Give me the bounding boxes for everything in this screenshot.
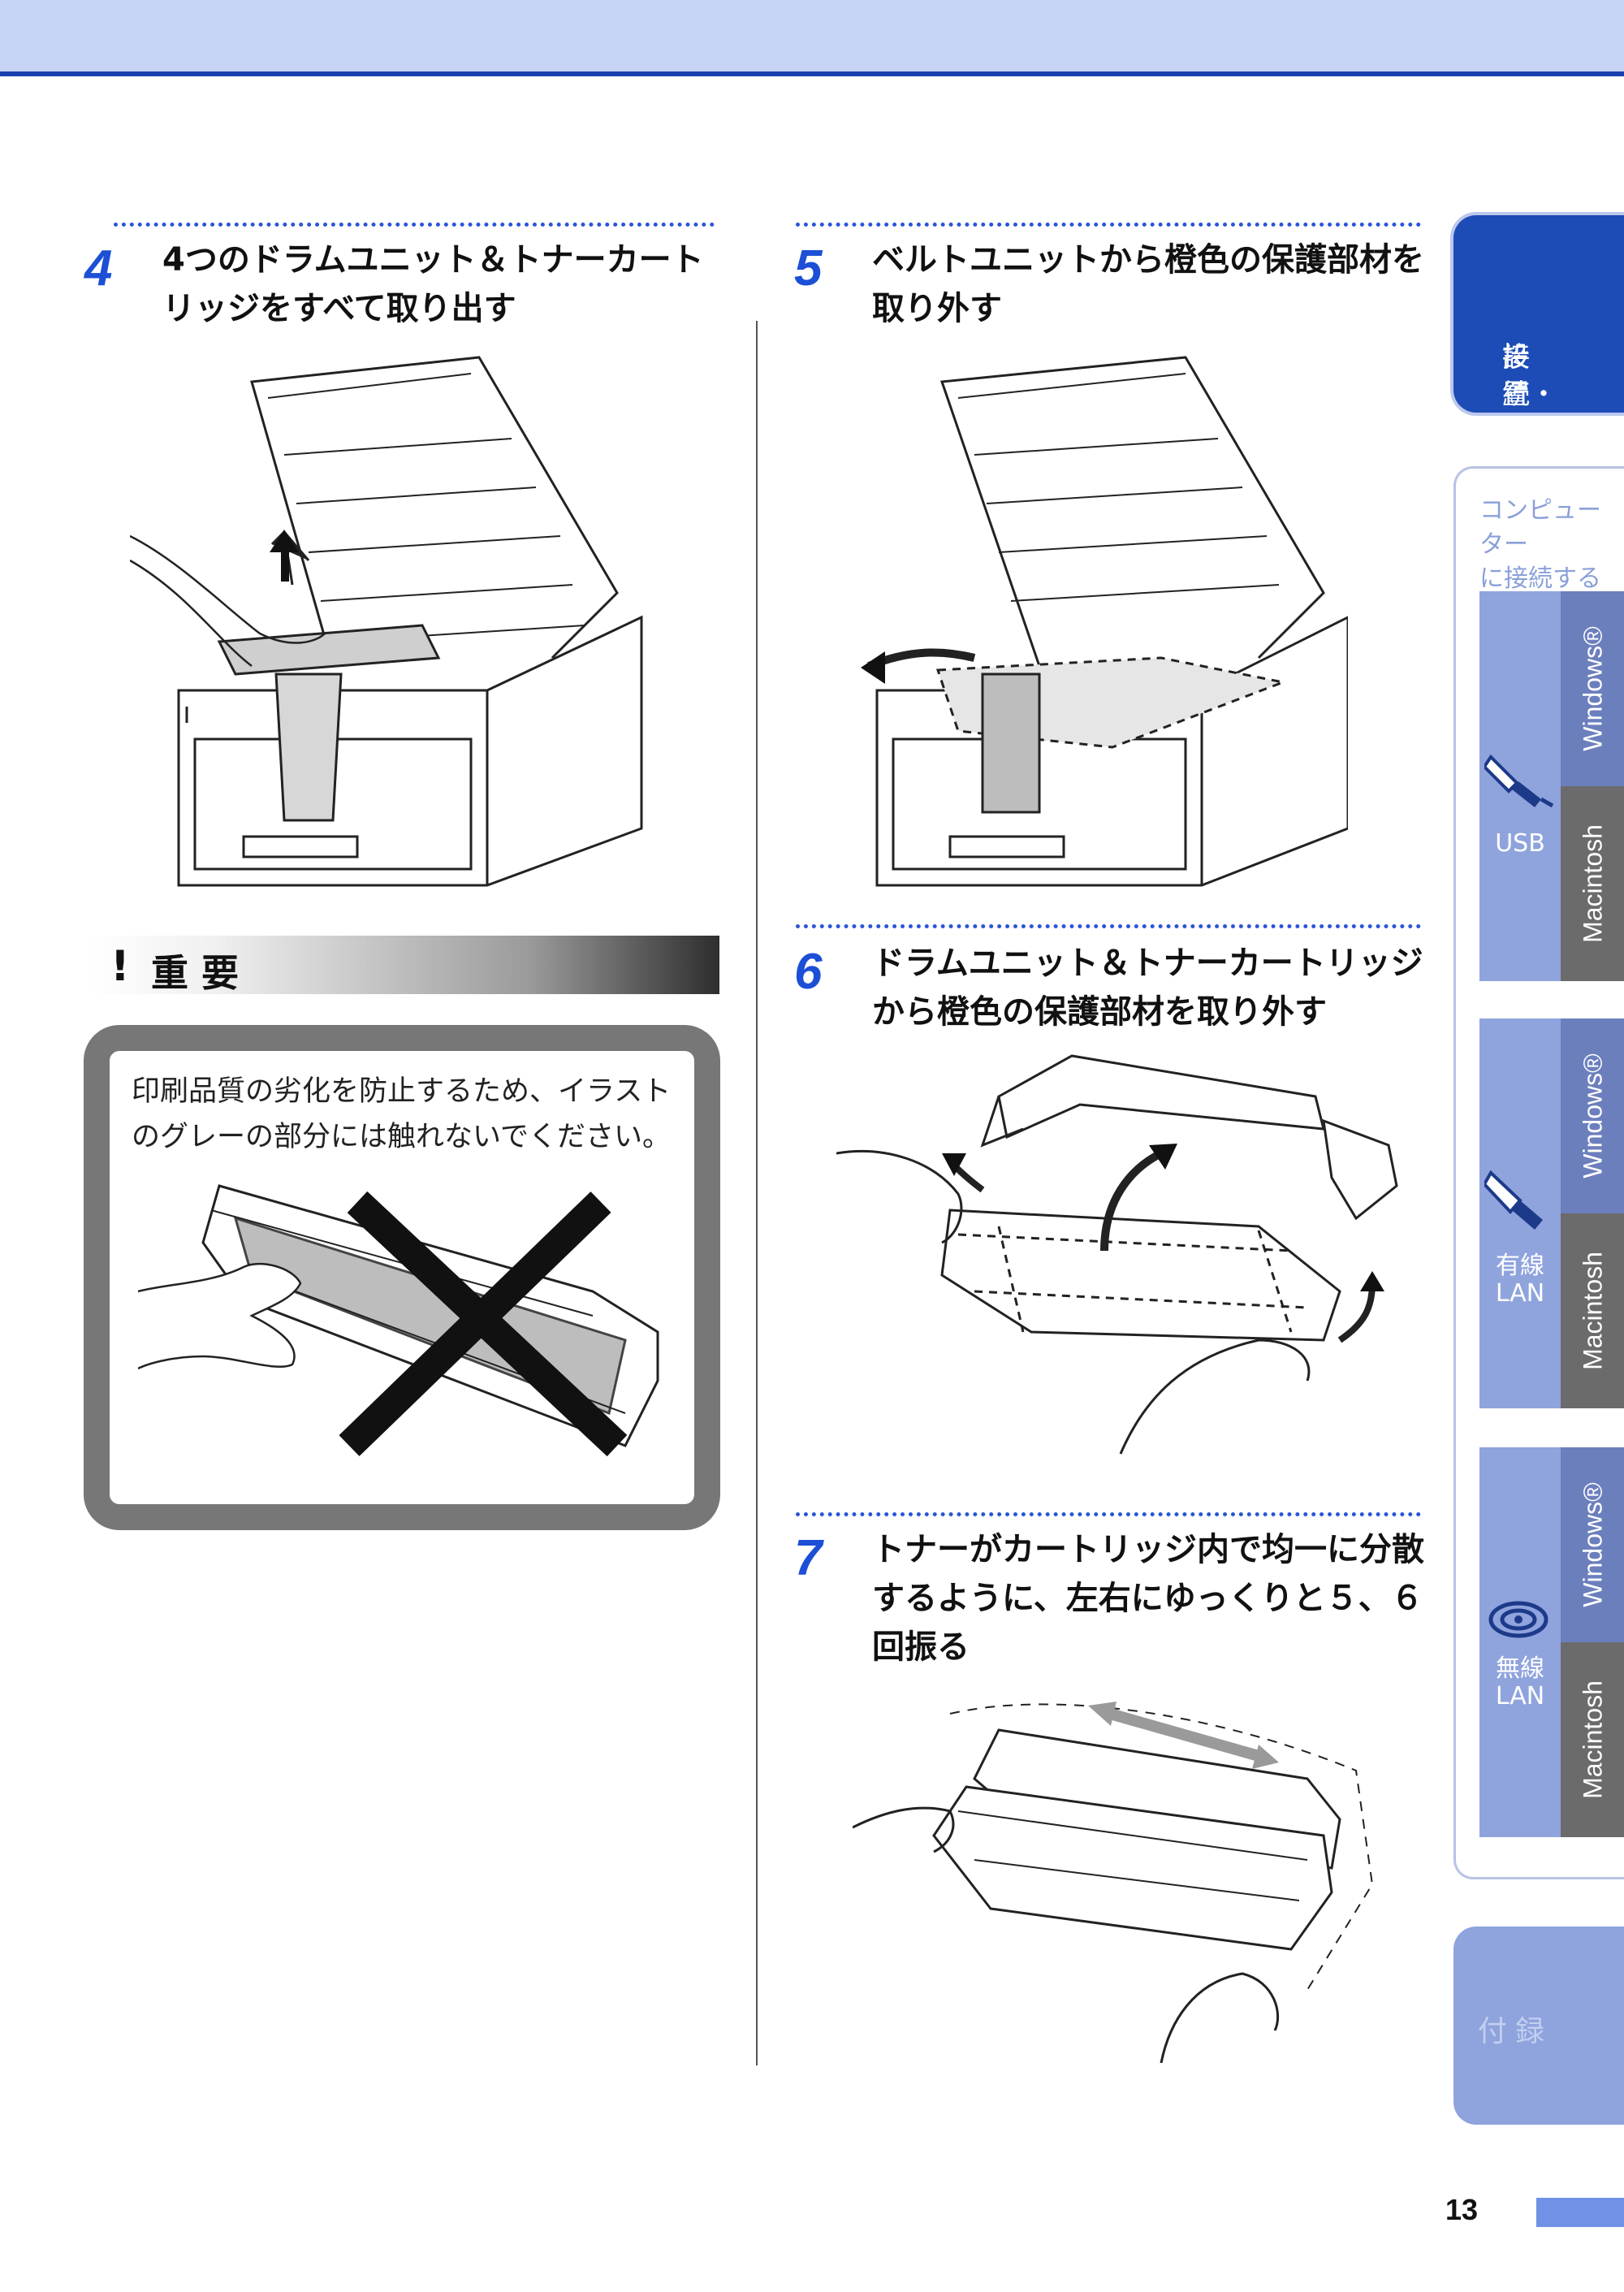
tab-wired-lan-label-line2: LAN <box>1495 1279 1545 1308</box>
tab-usb-windows-label: Windows® <box>1578 626 1608 751</box>
tab-wireless-lan-label-line1: 無線 <box>1496 1654 1544 1683</box>
step-6-separator <box>796 924 1421 928</box>
tab-setup[interactable]: 接続・ 設置する <box>1453 215 1624 486</box>
step-7-title-line3: 回振る <box>872 1628 970 1666</box>
step-7-number: 7 <box>794 1530 823 1586</box>
tab-wireless-lan-windows[interactable]: Windows® <box>1561 1447 1624 1642</box>
step-6-title-line1: ドラムユニット＆トナーカートリッジ <box>872 945 1423 982</box>
lan-cable-icon <box>1482 1168 1557 1236</box>
tab-usb-windows[interactable]: Windows® <box>1561 591 1624 786</box>
caution-text-line1: 印刷品質の劣化を防止するため、イラスト <box>132 1075 672 1108</box>
tab-wireless-lan-macintosh-label: Macintosh <box>1578 1680 1608 1799</box>
step-7-illustration <box>853 1681 1380 2063</box>
tab-usb-macintosh-label: Macintosh <box>1578 824 1608 943</box>
tab-wireless-lan-label-line2: LAN <box>1495 1682 1545 1710</box>
tab-wired-lan-windows[interactable]: Windows® <box>1561 1018 1624 1213</box>
step-4-title-line1: 4つのドラムユニット＆トナーカート <box>162 241 704 279</box>
tab-usb-label-line1: USB <box>1495 829 1545 858</box>
tab-wired-lan-macintosh[interactable]: Macintosh <box>1561 1213 1624 1408</box>
header-rule <box>0 71 1624 76</box>
tab-wired-lan-label: 有線 LAN <box>1479 1252 1561 1308</box>
tab-wired-lan-windows-label: Windows® <box>1578 1053 1608 1178</box>
wireless-icon <box>1486 1595 1551 1647</box>
step-5-title: ベルトユニットから橙色の保護部材を 取り外す <box>872 236 1424 333</box>
step-5-separator <box>796 223 1421 227</box>
step-6-title-line2: から橙色の保護部材を取り外す <box>872 993 1327 1031</box>
step-7-title-line1: トナーがカートリッジ内で均一に分散 <box>872 1531 1424 1568</box>
step-4-illustration <box>130 349 666 902</box>
tab-computer-title-line1: コンピューター <box>1479 496 1601 559</box>
step-4-title: 4つのドラムユニット＆トナーカート リッジをすべて取り出す <box>162 236 704 333</box>
tab-computer-title-line2: に接続する <box>1479 564 1601 593</box>
tab-wireless-lan[interactable] <box>1479 1447 1561 1837</box>
tab-wireless-lan-label: 無線 LAN <box>1479 1655 1561 1710</box>
step-5-title-line2: 取り外す <box>872 290 1002 327</box>
tab-wireless-lan-windows-label: Windows® <box>1578 1482 1608 1607</box>
tab-appendix-label: 付録 <box>1478 2015 1553 2048</box>
step-5-title-line1: ベルトユニットから橙色の保護部材を <box>872 241 1424 279</box>
tab-wired-lan-macintosh-label: Macintosh <box>1578 1252 1608 1370</box>
page-number-strip <box>1536 2198 1624 2227</box>
step-5-number: 5 <box>794 240 823 296</box>
tab-wireless-lan-macintosh[interactable]: Macintosh <box>1561 1642 1624 1837</box>
step-6-number: 6 <box>794 944 823 1000</box>
step-4-separator <box>114 223 715 227</box>
step-5-illustration <box>861 349 1348 893</box>
tab-wired-lan-label-line1: 有線 <box>1496 1252 1544 1280</box>
step-7-separator <box>796 1512 1421 1516</box>
usb-cable-icon <box>1482 749 1557 817</box>
important-label: 重要 <box>151 951 252 995</box>
warning-icon: ! <box>110 942 130 991</box>
tab-appendix[interactable]: 付録 <box>1453 1927 1624 2125</box>
step-4-number: 4 <box>84 240 113 296</box>
caution-text-line2: のグレーの部分には触れないでください。 <box>132 1121 671 1153</box>
important-banner <box>89 936 719 994</box>
tab-setup-label-line1: 接続・ <box>1502 341 1557 411</box>
page-number: 13 <box>1445 2193 1479 2226</box>
caution-illustration <box>138 1170 674 1478</box>
tab-computer-title: コンピューター に接続する <box>1479 494 1624 596</box>
step-7-title: トナーがカートリッジ内で均一に分散 するように、左右にゆっくりと５、６ 回振る <box>872 1525 1424 1671</box>
header-band <box>0 0 1624 71</box>
tab-usb-macintosh[interactable]: Macintosh <box>1561 786 1624 981</box>
tab-usb-label: USB <box>1479 830 1561 858</box>
step-6-illustration <box>836 1048 1405 1470</box>
caution-text: 印刷品質の劣化を防止するため、イラスト のグレーの部分には触れないでください。 <box>132 1069 684 1160</box>
column-divider <box>756 321 758 2065</box>
step-7-title-line2: するように、左右にゆっくりと５、６ <box>872 1580 1423 1617</box>
step-6-title: ドラムユニット＆トナーカートリッジ から橙色の保護部材を取り外す <box>872 939 1423 1036</box>
step-4-title-line2: リッジをすべて取り出す <box>162 290 516 327</box>
